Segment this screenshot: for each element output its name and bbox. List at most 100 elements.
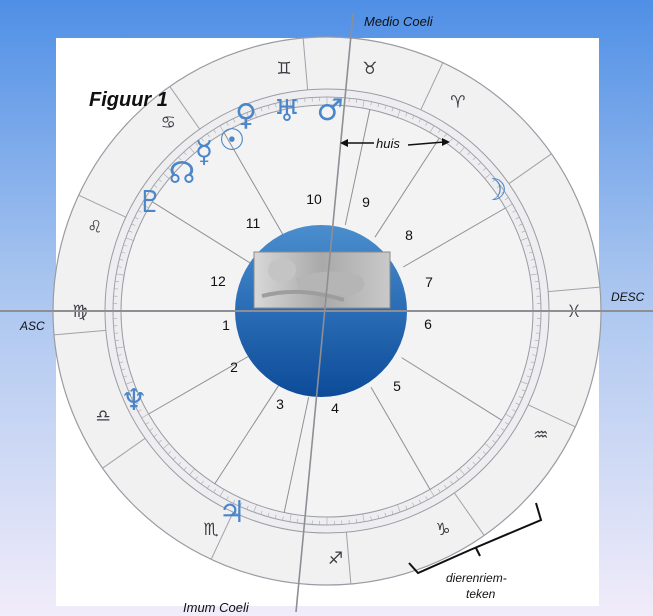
house-number: 11: [246, 215, 261, 231]
degree-tick: [134, 216, 139, 220]
degree-tick: [500, 191, 505, 194]
degree-tick: [477, 162, 482, 166]
degree-tick: [529, 273, 538, 276]
cancer-sign-icon: ♋: [161, 113, 176, 133]
zodiac-divider: [508, 153, 552, 185]
degree-tick: [183, 466, 187, 471]
venus-planet-icon: ♀: [235, 98, 257, 133]
degree-tick: [467, 151, 471, 156]
degree-tick: [528, 368, 533, 371]
zodiac-sign-label-line2: teken: [466, 587, 496, 601]
degree-tick: [520, 237, 529, 241]
degree-tick: [119, 361, 124, 364]
degree-tick: [137, 210, 142, 213]
degree-tick: [149, 428, 154, 431]
degree-tick: [482, 167, 487, 171]
degree-tick: [518, 396, 523, 399]
degree-tick: [505, 413, 513, 419]
degree-tick: [134, 402, 139, 406]
degree-tick: [405, 505, 408, 510]
libra-sign-icon: ♎: [96, 406, 111, 426]
uranus-planet-icon: ♅: [274, 94, 301, 129]
degree-tick: [282, 101, 284, 106]
mercury-planet-icon: ☿: [195, 135, 213, 170]
degree-tick: [125, 237, 134, 241]
zodiac-divider: [453, 492, 485, 536]
degree-tick: [370, 101, 372, 106]
degree-tick: [115, 339, 120, 342]
house-number: 5: [393, 378, 401, 394]
degree-tick: [178, 461, 182, 466]
house-cusp-line: [370, 386, 431, 490]
gemini-sign-icon: ♊: [276, 59, 291, 79]
degree-tick: [267, 105, 270, 110]
degree-tick: [515, 402, 520, 406]
degree-tick: [153, 434, 158, 438]
house-number: 12: [210, 273, 226, 289]
house-cusp-line: [223, 132, 284, 236]
degree-tick: [477, 456, 482, 460]
degree-tick: [377, 103, 380, 108]
house-cusp-line: [214, 384, 280, 485]
degree-tick: [534, 280, 539, 283]
degree-tick: [521, 389, 526, 392]
degree-tick: [391, 510, 394, 515]
figure-title: Figuur 1: [89, 89, 168, 111]
degree-tick: [239, 502, 242, 507]
degree-tick: [425, 121, 428, 126]
house-cusp-line: [402, 207, 506, 268]
degree-tick: [137, 409, 142, 412]
house-cusp-line: [344, 109, 371, 226]
aries-sign-icon: ♈: [450, 93, 465, 113]
zodiac-divider: [210, 511, 234, 560]
degree-tick: [117, 266, 122, 268]
degree-tick: [438, 488, 441, 493]
degree-tick: [362, 513, 365, 522]
degree-tick: [123, 244, 128, 247]
zodiac-divider: [345, 532, 352, 585]
zodiac-divider: [53, 329, 106, 336]
degree-tick: [116, 273, 125, 276]
degree-tick: [253, 504, 257, 513]
degree-tick: [512, 210, 517, 213]
degree-tick: [530, 258, 535, 261]
house-number: 2: [230, 359, 238, 375]
degree-tick: [391, 107, 394, 112]
neptune-planet-icon: ♆: [121, 383, 148, 418]
degree-tick: [526, 375, 531, 378]
house-cusp-line: [148, 354, 252, 415]
degree-tick: [172, 456, 177, 460]
degree-tick: [167, 167, 172, 171]
degree-tick: [131, 223, 136, 226]
degree-tick: [267, 512, 270, 517]
degree-tick: [521, 230, 526, 233]
baby-photo: [253, 251, 391, 309]
aquarius-sign-icon: ♒: [533, 426, 548, 446]
degree-tick: [232, 499, 236, 504]
degree-tick: [121, 251, 126, 254]
degree-tick: [459, 146, 465, 154]
degree-tick: [189, 468, 195, 476]
degree-tick: [189, 146, 195, 154]
degree-tick: [195, 476, 198, 480]
house-number: 7: [425, 274, 433, 290]
degree-tick: [145, 197, 150, 200]
house-number: 9: [362, 194, 370, 210]
degree-tick: [232, 118, 236, 123]
degree-tick: [534, 339, 539, 342]
degree-tick: [492, 179, 496, 182]
degree-tick: [178, 156, 182, 161]
degree-tick: [444, 484, 447, 489]
degree-tick: [504, 197, 509, 200]
house-cusps: [148, 109, 506, 513]
degree-tick: [482, 451, 487, 455]
degree-tick: [131, 396, 136, 399]
house-cusp-line: [283, 396, 310, 513]
degree-tick: [530, 361, 535, 364]
degree-tick: [384, 512, 387, 517]
degree-tick: [444, 133, 447, 138]
capricorn-sign-icon: ♑: [435, 520, 450, 540]
degree-tick: [226, 496, 229, 501]
